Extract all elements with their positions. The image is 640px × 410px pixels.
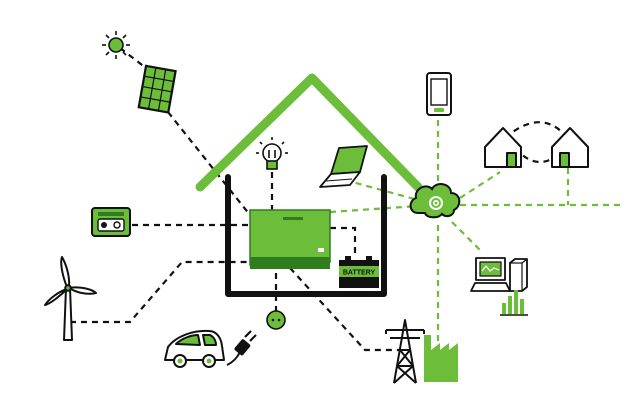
laptop-icon	[319, 145, 368, 188]
sun-to-panel-line	[119, 47, 147, 69]
bar-chart-icon	[500, 290, 528, 316]
main-house	[195, 73, 423, 297]
battery-label: BATTERY	[343, 270, 376, 277]
dc-connections	[70, 47, 400, 352]
network-connections	[329, 120, 620, 345]
light-bulb-icon	[256, 137, 288, 170]
energy-meter-icon	[91, 207, 131, 237]
neighbor-house-icon	[551, 127, 589, 168]
cloud-at-icon	[409, 183, 461, 219]
factory-icon	[424, 335, 458, 382]
cloud-to-computer-line	[451, 221, 481, 251]
inverter-to-cloud-line	[329, 204, 419, 214]
inverter-to-battery-line	[330, 226, 357, 255]
battery-icon: BATTERY	[339, 256, 379, 288]
power-plug-icon	[226, 310, 286, 366]
power-pylon-icon	[385, 319, 425, 384]
cloud-to-house-right-line	[459, 171, 501, 199]
smartphone-icon	[426, 72, 452, 116]
electric-car-icon	[164, 329, 225, 368]
turbine-to-inverter-line	[70, 260, 250, 324]
neighbor-house-icon	[484, 127, 522, 168]
sun-icon	[102, 31, 130, 59]
desktop-computer-icon	[470, 257, 528, 292]
wind-turbine-icon	[44, 256, 97, 341]
house-walls	[225, 174, 387, 297]
house-roof	[195, 73, 423, 192]
panel-to-inverter-line	[167, 111, 251, 216]
solar-panel-icon	[137, 64, 177, 114]
inverter-icon	[249, 209, 331, 269]
houses-link-arc	[504, 121, 566, 163]
